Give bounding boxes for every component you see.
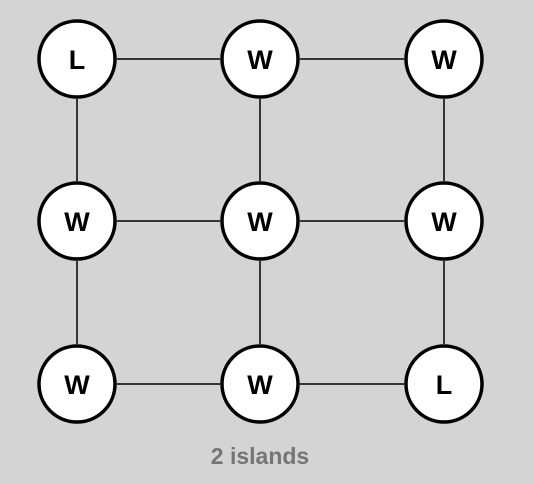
node-label: L xyxy=(69,45,86,75)
node-layer: L W W W W W W W L xyxy=(37,19,484,424)
node-circle xyxy=(404,19,484,99)
node-label: W xyxy=(247,370,273,400)
node-label: W xyxy=(431,45,457,75)
node-circle xyxy=(37,181,117,261)
grid-node-r0c0: L xyxy=(37,19,117,99)
node-circle xyxy=(37,344,117,424)
node-circle xyxy=(220,181,300,261)
node-circle xyxy=(404,181,484,261)
node-label: L xyxy=(436,370,453,400)
edge-layer xyxy=(76,58,445,385)
grid-node-r0c1: W xyxy=(220,19,300,99)
grid-node-r2c2: L xyxy=(404,344,484,424)
grid-node-r2c0: W xyxy=(37,344,117,424)
island-count-caption: 2 islands xyxy=(210,443,310,469)
node-circle xyxy=(404,344,484,424)
node-circle xyxy=(37,19,117,99)
node-label: W xyxy=(431,207,457,237)
node-label: W xyxy=(64,370,90,400)
grid-node-r0c2: W xyxy=(404,19,484,99)
node-circle xyxy=(220,19,300,99)
node-circle xyxy=(220,344,300,424)
grid-node-r2c1: W xyxy=(220,344,300,424)
node-label: W xyxy=(247,45,273,75)
grid-node-r1c0: W xyxy=(37,181,117,261)
grid-node-r1c2: W xyxy=(404,181,484,261)
grid-node-r1c1: W xyxy=(220,181,300,261)
node-label: W xyxy=(247,207,273,237)
node-label: W xyxy=(64,207,90,237)
